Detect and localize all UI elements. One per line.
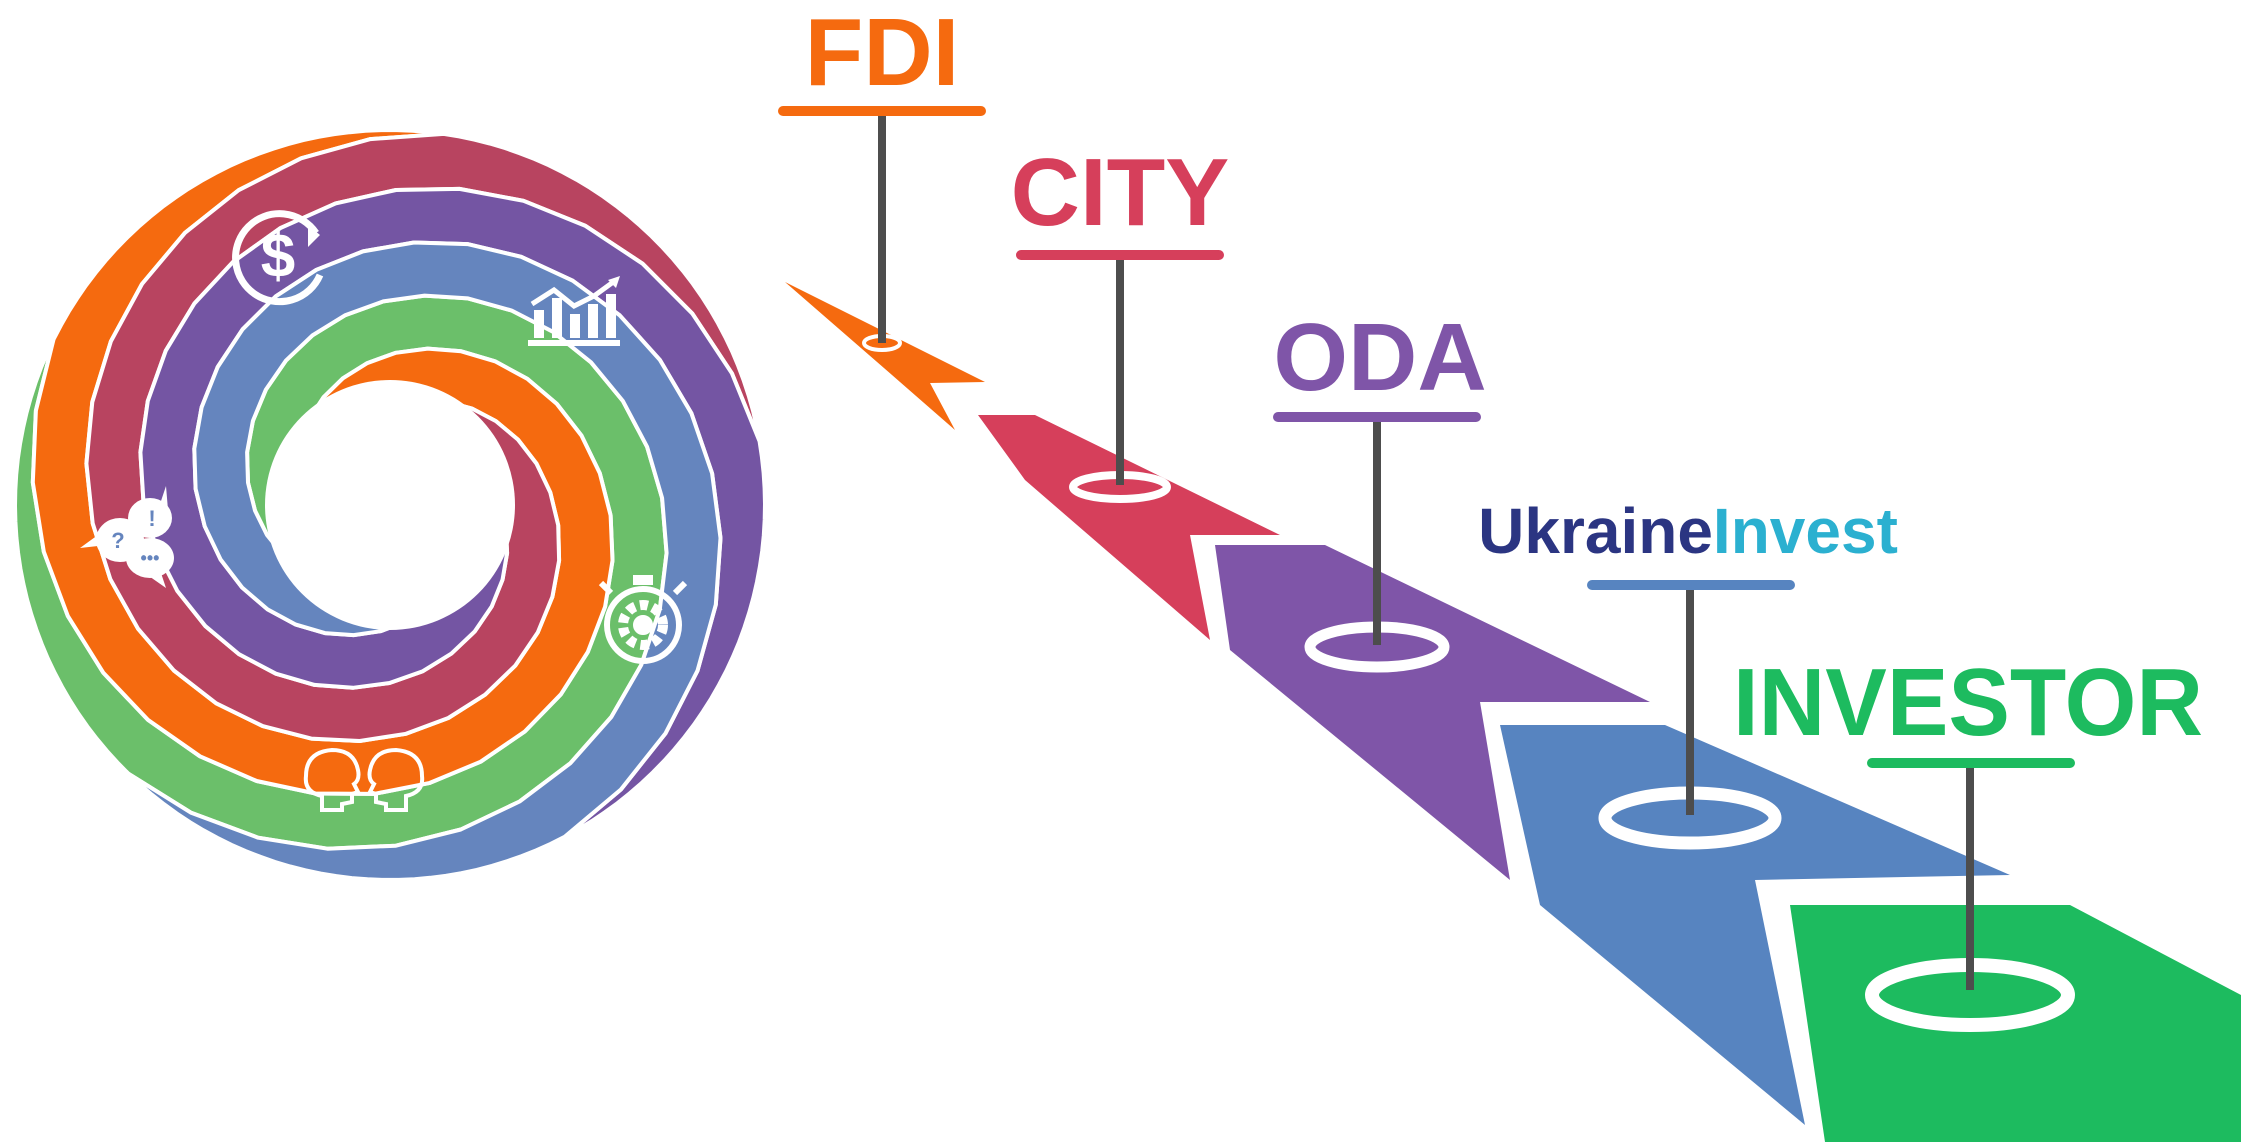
spiral-center-hole [265, 380, 515, 630]
stage-label-city: CITY [1011, 139, 1230, 246]
sign-bar-oda [1273, 412, 1481, 422]
sign-bar-city [1016, 250, 1224, 260]
sign-bars [778, 106, 2075, 768]
svg-text:?: ? [111, 528, 124, 553]
discussion-bubbles-icon: ? ! ••• [80, 486, 174, 588]
stage-label-oda: ODA [1273, 304, 1486, 411]
road-segment-oda [1215, 545, 1650, 880]
svg-text:•••: ••• [141, 548, 160, 568]
stage-label-fdi: FDI [805, 0, 960, 106]
road-segment-fdi [785, 282, 985, 430]
sign-bar-ukraineinvest [1587, 580, 1795, 590]
two-heads-icon [303, 747, 425, 812]
sign-bar-fdi [778, 106, 986, 116]
road-segment-ukraineinvest [1500, 725, 2010, 1125]
sign-bar-investor [1867, 758, 2075, 768]
stage-labels: FDI CITY ODA UkraineInvest INVESTOR [805, 0, 2203, 756]
stage-label-investor: INVESTOR [1733, 649, 2203, 756]
growth-chart-icon [528, 276, 620, 346]
stage-label-ukraine: Ukraine [1478, 495, 1713, 567]
stage-label-invest: Invest [1713, 495, 1898, 567]
spiral-segment-5 [126, 240, 723, 882]
svg-text:$: $ [261, 222, 295, 291]
dollar-cycle-icon: $ [232, 210, 324, 306]
stopwatch-gear-icon [598, 575, 688, 664]
stage-label-ukraineinvest: UkraineInvest [1478, 495, 1898, 567]
svg-text:!: ! [148, 506, 155, 531]
spiral-cycle: $ [13, 128, 767, 882]
sign-poles [878, 112, 1974, 990]
road-segment-city [978, 415, 1280, 640]
